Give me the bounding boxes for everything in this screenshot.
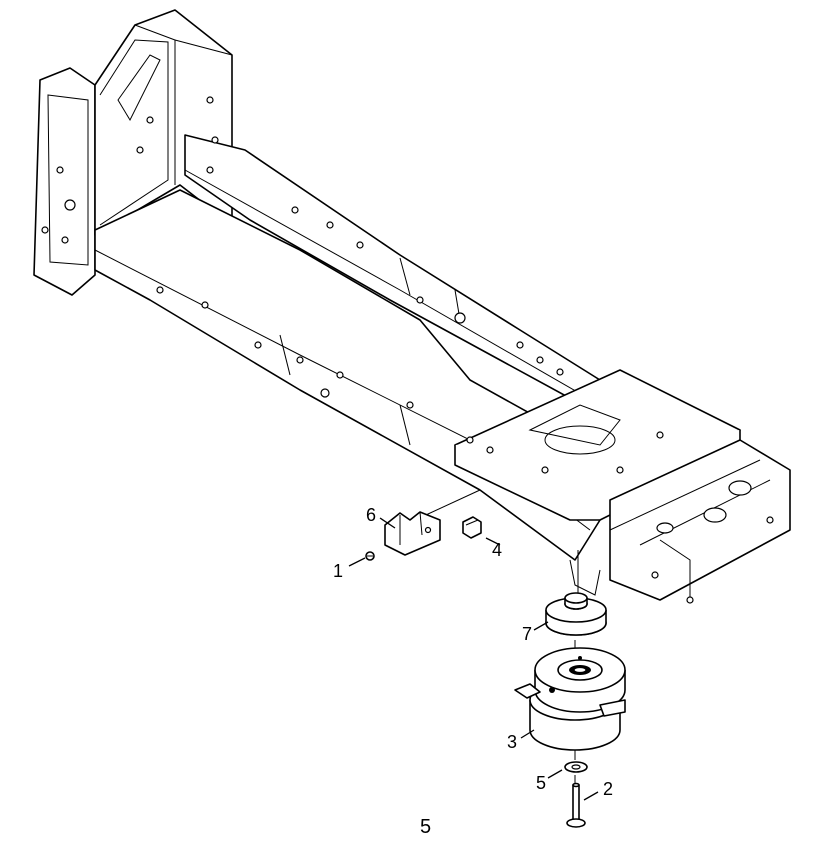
tractor-frame bbox=[33, 9, 791, 604]
callout-6: 6 bbox=[366, 505, 376, 525]
page-number: 5 bbox=[420, 816, 431, 838]
leader-lines bbox=[348, 517, 599, 801]
callout-3: 3 bbox=[507, 732, 517, 752]
callout-4: 4 bbox=[492, 540, 502, 560]
washer-part-5 bbox=[564, 761, 588, 773]
callout-7: 7 bbox=[522, 624, 532, 644]
connector-part-4 bbox=[462, 516, 482, 539]
clutch-part-3 bbox=[514, 647, 626, 751]
callout-2: 2 bbox=[603, 779, 613, 799]
callout-5: 5 bbox=[536, 773, 546, 793]
pulley-part-7 bbox=[545, 592, 607, 636]
screw-part-1 bbox=[365, 551, 375, 561]
callout-1: 1 bbox=[333, 561, 343, 581]
bracket-part-6 bbox=[384, 511, 441, 556]
bolt-part-2 bbox=[566, 782, 586, 828]
